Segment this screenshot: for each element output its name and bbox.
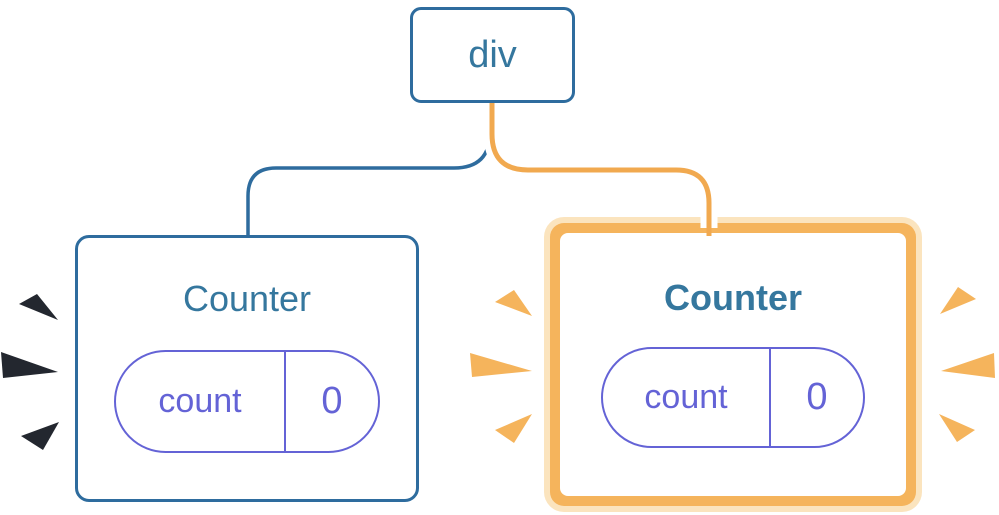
- state-key: count: [603, 349, 771, 447]
- tree-node-div: div: [410, 7, 575, 103]
- emphasis-sparks-right-counter-right: [939, 287, 995, 442]
- highlight-ring: Counter count 0: [550, 223, 916, 506]
- state-key: count: [116, 352, 286, 452]
- counter-card-right-inner: Counter count 0: [560, 233, 906, 496]
- state-value: 0: [321, 380, 343, 423]
- spark-icon: [940, 287, 976, 314]
- spark-icon: [495, 414, 532, 443]
- edge-to-left-counter: [246, 102, 492, 238]
- state-pill: count 0: [114, 350, 380, 454]
- spark-icon: [495, 290, 532, 316]
- counter-card-right-highlighted: Counter count 0: [544, 217, 922, 512]
- spark-icon: [941, 353, 995, 378]
- edge-highlight-casing: [483, 102, 718, 228]
- edge-to-right-counter: [489, 101, 712, 236]
- state-value: 0: [806, 376, 828, 419]
- spark-icon: [21, 422, 59, 450]
- counter-card-left: Counter count 0: [75, 235, 419, 502]
- spark-icon: [19, 294, 58, 320]
- spark-icon: [470, 353, 532, 377]
- state-pill: count 0: [601, 347, 865, 449]
- spark-icon: [1, 352, 58, 378]
- spark-icon: [939, 414, 975, 442]
- emphasis-sparks-right-counter-left: [470, 290, 532, 443]
- div-node-label: div: [468, 33, 517, 76]
- counter-title: Counter: [182, 278, 312, 319]
- emphasis-sparks-left-counter: [1, 294, 59, 450]
- counter-title: Counter: [664, 277, 802, 318]
